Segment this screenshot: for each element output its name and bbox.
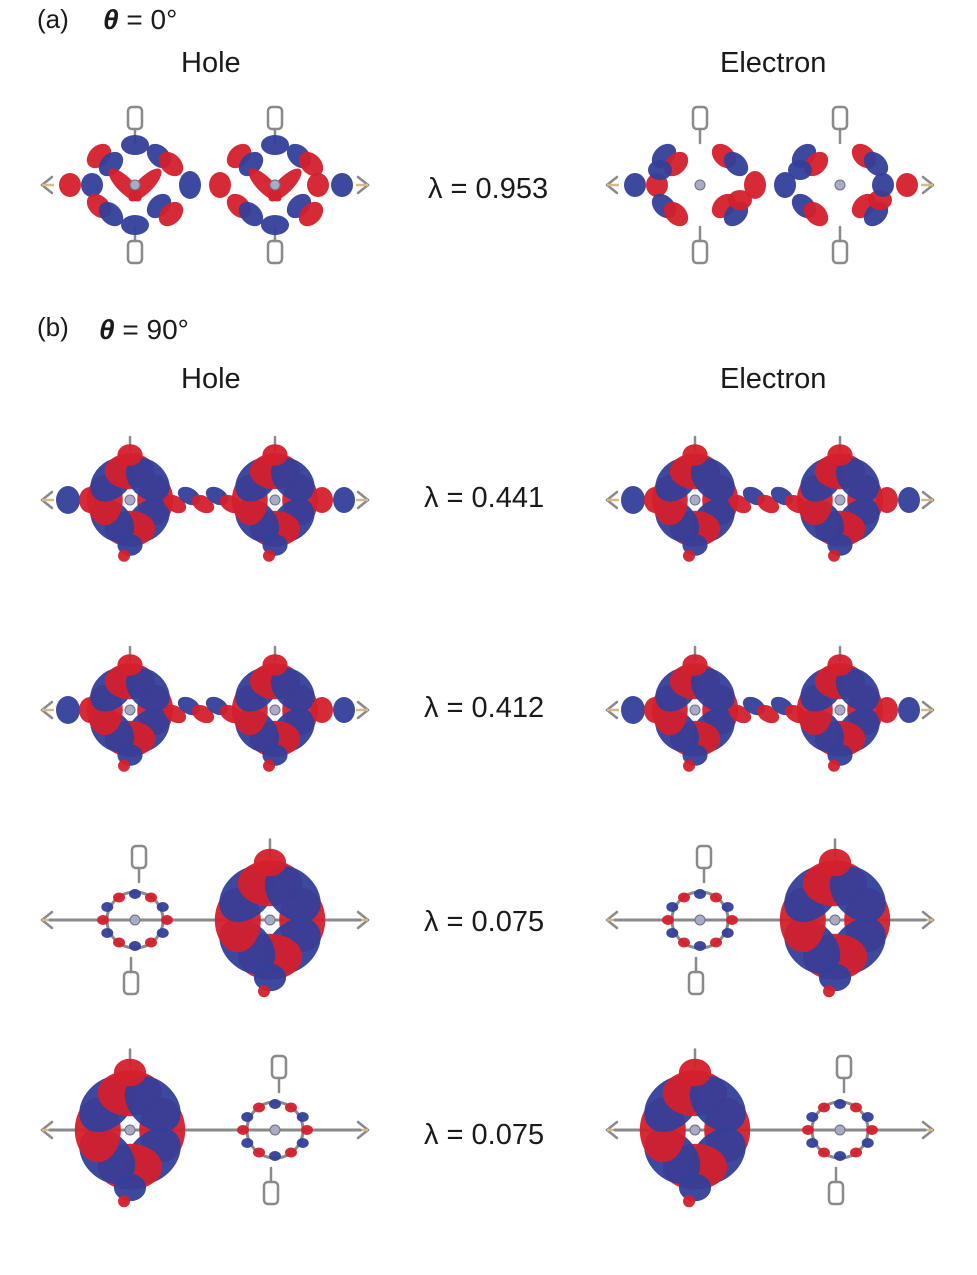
panel-b-label: (b) [37, 312, 69, 342]
hole-orbital-b3 [40, 838, 370, 998]
theta-symbol: θ [103, 4, 119, 35]
lambda-b1: λ = 0.441 [424, 482, 545, 514]
lambda-b2: λ = 0.412 [424, 692, 545, 724]
hole-orbital-a1 [40, 105, 370, 265]
electron-orbital-b2 [605, 645, 935, 772]
lambda-b4: λ = 0.075 [424, 1119, 545, 1151]
panel-b-angle: θ = 90° [99, 316, 189, 344]
electron-orbital-a1 [605, 105, 935, 265]
theta-value: = 90° [122, 314, 189, 345]
panel-b-hole-header: Hole [181, 363, 241, 395]
hole-orbital-b1 [40, 435, 370, 562]
electron-orbital-b3 [605, 838, 935, 998]
electron-orbital-b1 [605, 435, 935, 562]
lambda-a1: λ = 0.953 [428, 173, 549, 205]
panel-a-label: (a) [37, 4, 69, 34]
panel-a-hole-header: Hole [181, 47, 241, 79]
theta-value: = 0° [126, 4, 178, 35]
hole-orbital-b2 [40, 645, 370, 772]
hole-orbital-b4 [40, 1048, 370, 1208]
theta-symbol: θ [99, 314, 115, 345]
electron-orbital-b4 [605, 1048, 935, 1208]
lambda-b3: λ = 0.075 [424, 906, 545, 938]
panel-b-electron-header: Electron [720, 363, 827, 395]
panel-a-electron-header: Electron [720, 47, 827, 79]
panel-a-angle: θ = 0° [103, 6, 177, 34]
